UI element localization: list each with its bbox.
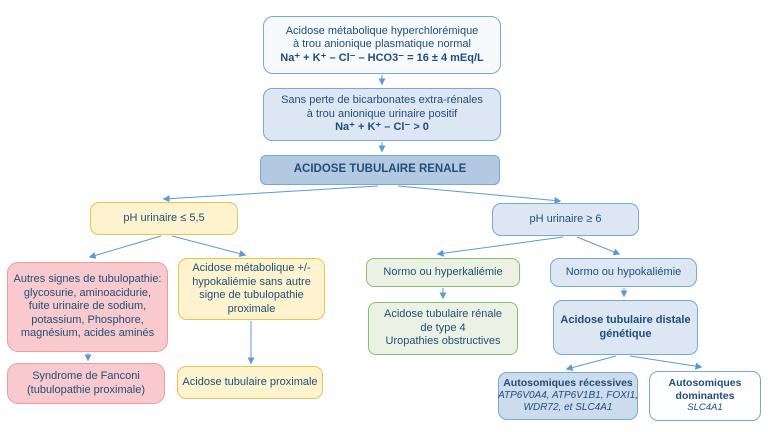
node-line: Acidose métabolique hyperchlorémique bbox=[285, 24, 479, 37]
node-formula: Na⁺ + K⁺ – Cl⁻ > 0 bbox=[335, 121, 429, 134]
node-acidose-metabolique: Acidose métabolique hyperchlorémique à t… bbox=[263, 16, 501, 74]
node-line: Sans perte de bicarbonates extra-rénales bbox=[281, 94, 483, 107]
node-line: génétique bbox=[599, 327, 652, 340]
node-normo-hypokaliemie: Normo ou hypokaliémie bbox=[550, 258, 697, 287]
node-title: dominantes bbox=[675, 389, 735, 402]
node-line: glycosurie, aminoacidurie, bbox=[23, 286, 152, 299]
node-genes: ATP6V0A4, ATP6V1B1, FOXI1, bbox=[498, 389, 638, 401]
node-line: Syndrome de Fanconi bbox=[32, 370, 140, 382]
node-line: potassium, Phosphore, bbox=[31, 313, 144, 326]
node-gene: SLC4A1 bbox=[687, 402, 723, 414]
node-acidose-tubulaire-renale: ACIDOSE TUBULAIRE RENALE bbox=[260, 155, 500, 185]
node-line: Uropathies obstructives bbox=[385, 335, 501, 348]
node-normo-hyperkaliemie: Normo ou hyperkaliémie bbox=[366, 258, 520, 287]
node-label: Normo ou hyperkaliémie bbox=[383, 265, 503, 278]
node-line: à trou anionique urinaire positif bbox=[306, 107, 458, 120]
node-autres-signes-tubulopathie: Autres signes de tubulopathie: glycosuri… bbox=[7, 262, 168, 352]
node-line: Acidose tubulaire distale bbox=[560, 314, 691, 326]
node-line: signe de tubulopathie bbox=[199, 289, 304, 301]
node-label: Acidose tubulaire proximale bbox=[182, 375, 318, 388]
node-autosomiques-dominantes: Autosomiques dominantes SLC4A1 bbox=[649, 371, 761, 421]
node-line: (tubulopathie proximale) bbox=[26, 383, 145, 396]
node-acidose-type4: Acidose tubulaire rénale de type 4 Uropa… bbox=[368, 302, 518, 355]
node-genes: WDR72, et SLC4A1 bbox=[523, 402, 613, 414]
node-acidose-hypokaliemie: Acidose métabolique +/- hypokaliémie san… bbox=[178, 258, 325, 320]
node-line: fuite urinaire de sodium, bbox=[28, 300, 147, 313]
node-title: Autosomiques récessives bbox=[503, 377, 633, 390]
node-label: pH urinaire ≥ 6 bbox=[529, 212, 602, 225]
node-title: Autosomiques bbox=[668, 377, 742, 390]
node-line: magnésium, acides aminés bbox=[20, 327, 155, 340]
node-formula: Na⁺ + K⁺ – Cl⁻ – HCO3⁻ = 16 ± 4 mEq/L bbox=[280, 51, 484, 64]
node-line: de type 4 bbox=[420, 321, 466, 334]
node-line: proximale bbox=[227, 302, 276, 315]
node-label: pH urinaire ≤ 5,5 bbox=[123, 211, 205, 224]
node-ph-urinaire-haut: pH urinaire ≥ 6 bbox=[492, 203, 639, 236]
node-title: ACIDOSE TUBULAIRE RENALE bbox=[293, 163, 467, 176]
node-ph-urinaire-bas: pH urinaire ≤ 5,5 bbox=[90, 202, 238, 235]
node-autosomiques-recessives: Autosomiques récessives ATP6V0A4, ATP6V1… bbox=[498, 372, 638, 420]
node-line: Acidose métabolique +/- bbox=[192, 262, 311, 274]
node-line: Acidose tubulaire rénale bbox=[383, 308, 503, 321]
node-label: Normo ou hypokaliémie bbox=[565, 265, 682, 278]
node-acidose-tubulaire-proximale: Acidose tubulaire proximale bbox=[177, 366, 323, 399]
node-syndrome-fanconi: Syndrome de Fanconi (tubulopathie proxim… bbox=[7, 363, 165, 404]
node-line: à trou anionique plasmatique normal bbox=[293, 38, 471, 51]
node-line: hypokaliémie sans autre bbox=[192, 275, 311, 288]
node-sans-perte-bicarbonates: Sans perte de bicarbonates extra-rénales… bbox=[263, 88, 501, 141]
node-line: Autres signes de tubulopathie: bbox=[13, 273, 162, 286]
node-acidose-distale-genetique: Acidose tubulaire distale génétique bbox=[553, 300, 698, 355]
